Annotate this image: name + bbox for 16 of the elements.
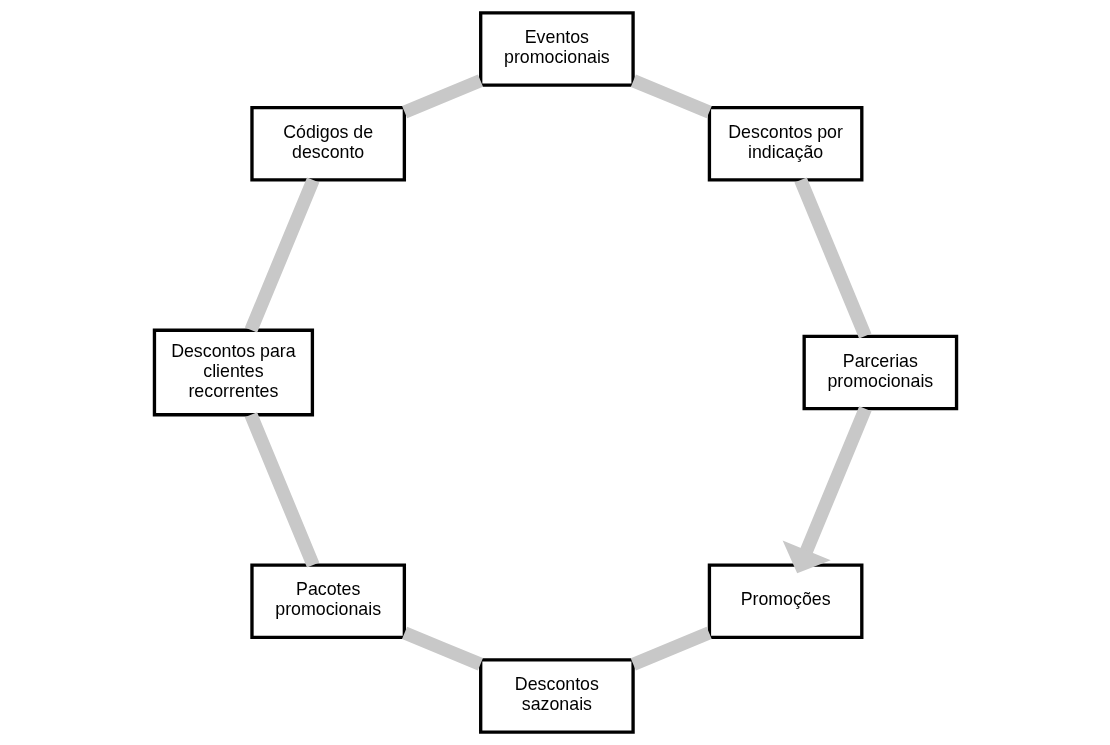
connector [630,626,712,671]
connector [401,74,483,119]
arrow [782,406,871,574]
connector [401,626,483,671]
connector [630,74,712,119]
node-box: Parcerias promocionais [802,334,958,411]
connector [793,177,871,339]
node-box: Pacotes promocionais [249,563,406,640]
connector [244,177,319,333]
node-box: Códigos de desconto [249,105,406,182]
node-box: Promoções [707,563,863,640]
node-box: Eventos promocionais [478,11,635,87]
connector [244,412,319,568]
node-box: Descontos por indicação [707,105,863,182]
node-box: Descontos para clientes recorrentes [152,328,314,417]
node-box: Descontos sazonais [478,658,635,734]
